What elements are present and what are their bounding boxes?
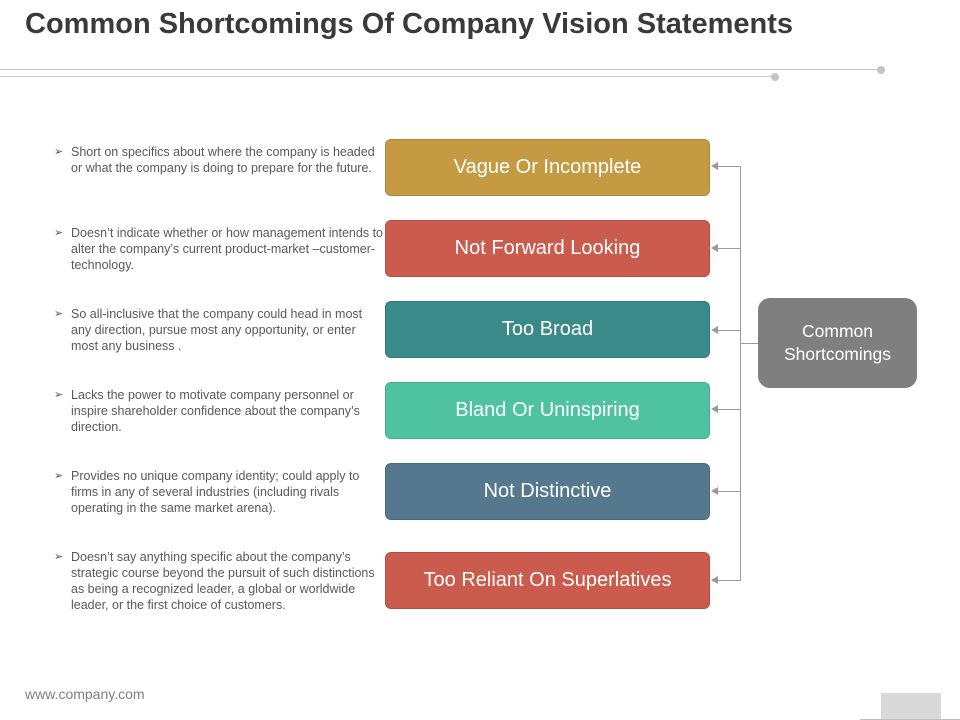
arrowhead-icon (711, 244, 718, 252)
shortcoming-box-vague: Vague Or Incomplete (385, 139, 710, 196)
connector-to-hub (740, 343, 758, 344)
arrowhead-icon (711, 405, 718, 413)
arrowhead-icon (711, 576, 718, 584)
shortcoming-box-superlatives: Too Reliant On Superlatives (385, 552, 710, 609)
shortcoming-box-not-forward: Not Forward Looking (385, 220, 710, 277)
description-text: So all-inclusive that the company could … (71, 307, 363, 353)
description-vague: ➢ Short on specifics about where the com… (54, 144, 384, 176)
bullet-arrow-icon: ➢ (54, 470, 64, 482)
arrowhead-icon (711, 487, 718, 495)
page-title: Common Shortcomings Of Company Vision St… (25, 8, 794, 40)
header-rule-lower-dot (771, 73, 779, 81)
header-rule-lower (0, 76, 774, 77)
arrowhead-icon (711, 162, 718, 170)
connector-branch (716, 491, 740, 492)
connector-branch (716, 580, 740, 581)
shortcoming-box-too-broad: Too Broad (385, 301, 710, 358)
connector-branch (716, 248, 740, 249)
footer-url: www.company.com (25, 686, 145, 702)
connector-branch (716, 330, 740, 331)
description-text: Short on specifics about where the compa… (71, 145, 375, 175)
bullet-arrow-icon: ➢ (54, 146, 64, 158)
description-bland: ➢ Lacks the power to motivate company pe… (54, 387, 384, 435)
description-text: Doesn’t indicate whether or how manageme… (71, 226, 383, 272)
description-not-forward: ➢ Doesn’t indicate whether or how manage… (54, 225, 384, 273)
hub-label: Common Shortcomings (784, 321, 891, 364)
bullet-arrow-icon: ➢ (54, 308, 64, 320)
bullet-arrow-icon: ➢ (54, 389, 64, 401)
description-too-broad: ➢ So all-inclusive that the company coul… (54, 306, 384, 354)
description-text: Lacks the power to motivate company pers… (71, 388, 360, 434)
description-text: Provides no unique company identity; cou… (71, 469, 360, 515)
shortcoming-box-bland: Bland Or Uninspiring (385, 382, 710, 439)
header-rule-upper (0, 69, 880, 70)
description-superlatives: ➢ Doesn’t say anything specific about th… (54, 549, 384, 613)
corner-decoration (881, 693, 941, 720)
arrowhead-icon (711, 326, 718, 334)
connector-branch (716, 409, 740, 410)
bullet-arrow-icon: ➢ (54, 551, 64, 563)
header-rule-upper-dot (877, 66, 885, 74)
hub-common-shortcomings: Common Shortcomings (758, 298, 917, 388)
shortcoming-box-not-distinctive: Not Distinctive (385, 463, 710, 520)
description-text: Doesn’t say anything specific about the … (71, 550, 375, 612)
description-not-distinctive: ➢ Provides no unique company identity; c… (54, 468, 384, 516)
connector-trunk (740, 166, 741, 581)
bullet-arrow-icon: ➢ (54, 227, 64, 239)
connector-branch (716, 166, 740, 167)
